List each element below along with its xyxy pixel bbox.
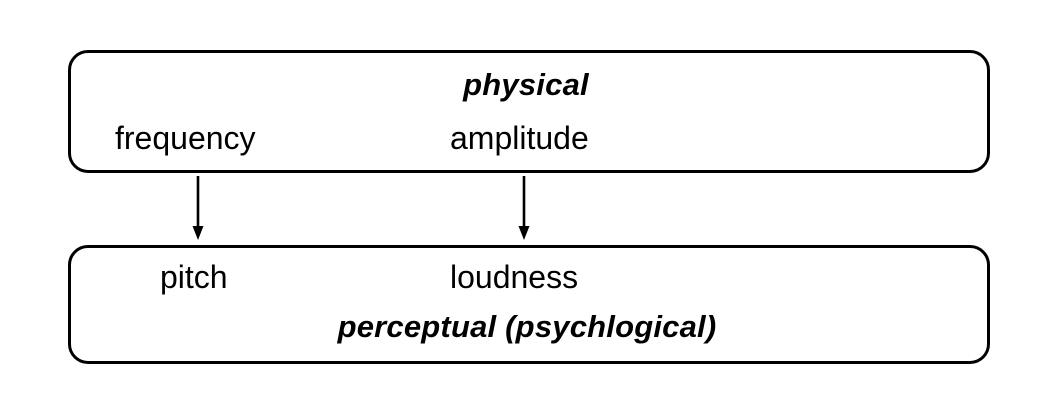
physical-category-label: physical [463,67,589,102]
arrow-frequency-to-pitch [190,176,206,242]
arrow-amplitude-to-loudness [516,176,532,242]
loudness-label: loudness [450,259,579,295]
perceptual-category-label: perceptual (psychlogical) [337,309,717,344]
pitch-label: pitch [160,259,228,295]
physical-box: physical frequency amplitude [68,50,990,173]
frequency-label: frequency [115,120,256,156]
amplitude-label: amplitude [450,120,589,156]
perceptual-box: pitch loudness perceptual (psychlogical) [68,245,990,364]
